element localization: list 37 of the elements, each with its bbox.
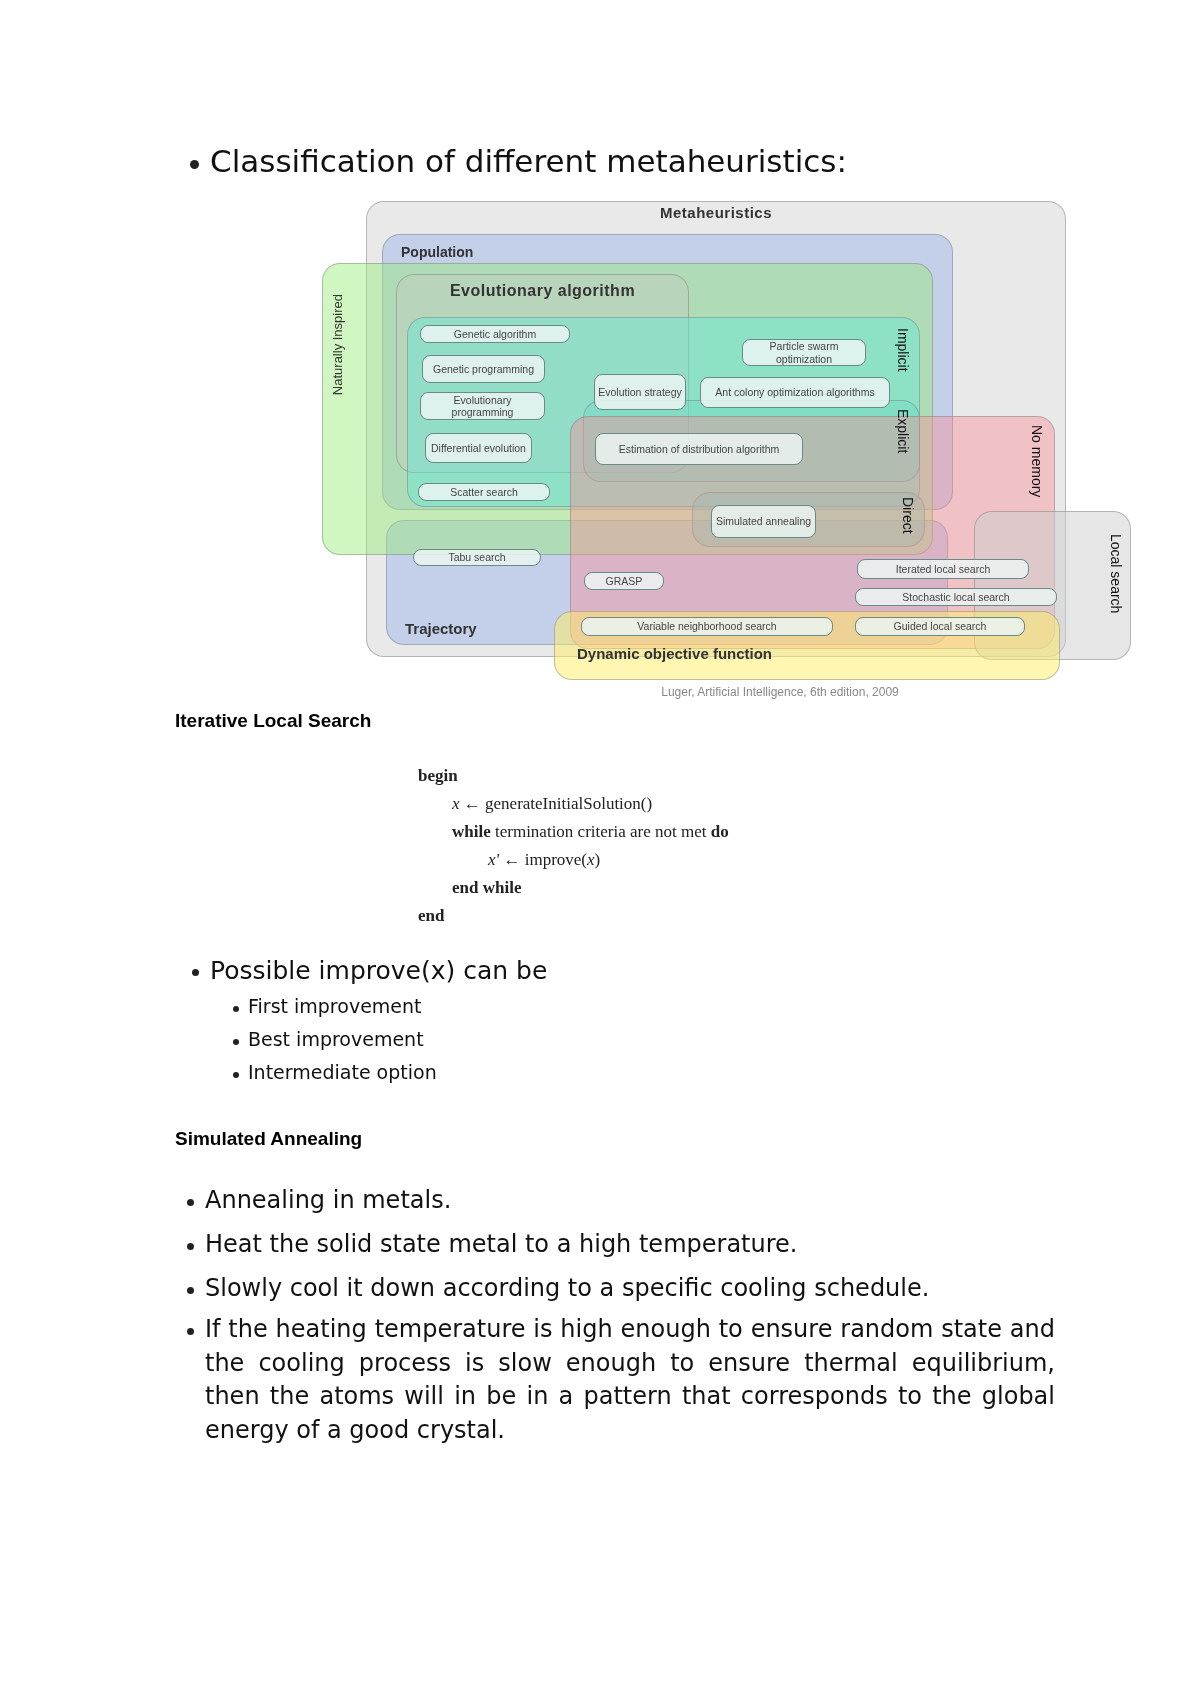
bullet-text: Annealing in metals. (205, 1185, 453, 1216)
region-label: Implicit (895, 328, 911, 372)
code-line: end (418, 905, 446, 927)
bullet-text: Heat the solid state metal to a high temperature. (205, 1229, 799, 1260)
region-label: Explicit (895, 409, 911, 454)
algorithm-box: Variable neighborhood search (581, 617, 833, 636)
code-line: x ← generateInitialSolution() (452, 793, 654, 815)
region-label: Dynamic objective function (577, 646, 773, 663)
algorithm-box: Genetic algorithm (420, 325, 570, 343)
algorithm-box: Genetic programming (422, 355, 545, 383)
code-line: end while (452, 877, 523, 899)
bullet-text: Best improvement (248, 1027, 425, 1052)
code-line: begin (418, 765, 459, 787)
algorithm-box: Evolutionary programming (420, 392, 545, 420)
bullet-text: First improvement (248, 994, 423, 1019)
slide-heading: Classification of different metaheuristics: (210, 143, 847, 179)
algorithm-box: Differential evolution (425, 433, 532, 463)
region-label: Naturally Inspired (331, 294, 346, 396)
code-line: while termination criteria are not met do (452, 821, 730, 843)
section-heading: Simulated Annealing (175, 1127, 364, 1151)
section-heading: Iterative Local Search (175, 709, 373, 733)
algorithm-box: Evolution strategy (594, 374, 686, 410)
region-label: Trajectory (405, 621, 477, 638)
region-label: Evolutionary algorithm (448, 282, 637, 300)
region-label: No memory (1029, 425, 1045, 498)
source-citation: Luger, Artificial Intelligence, 6th edition, 2009 (660, 684, 900, 701)
region-label: Direct (900, 497, 916, 534)
bullet-text: Slowly cool it down according to a specific cooling schedule. (205, 1273, 931, 1304)
region-label: Local search (1108, 534, 1124, 614)
region-label: Metaheuristics (658, 205, 773, 222)
bullet-text: Intermediate option (248, 1060, 438, 1085)
algorithm-box: Guided local search (855, 617, 1025, 636)
algorithm-box: GRASP (584, 572, 664, 590)
code-line: x' ← improve(x) (488, 849, 602, 871)
bullet-text: If the heating temperature is high enough to ensure random state and the cooling process is slow enough to ensure thermal equilibrium, then the atoms will in be in a pattern that corresponds to the global energy of a good crystal. (205, 1314, 1055, 1446)
region-label: Population (401, 245, 474, 261)
bullet-text: Possible improve(x) can be (210, 955, 549, 987)
